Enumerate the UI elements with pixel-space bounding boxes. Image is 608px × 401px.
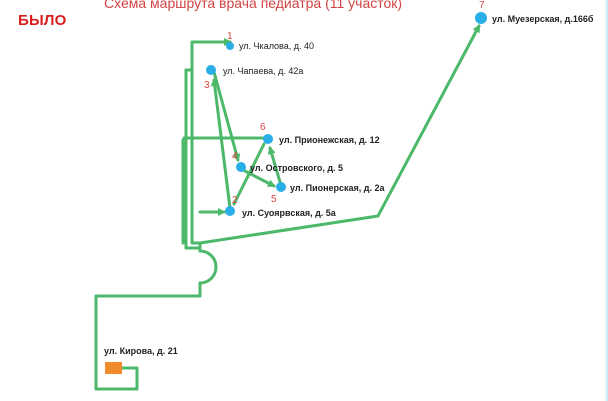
stop-3-marker <box>206 65 216 75</box>
stop-1-number: 1 <box>227 31 233 42</box>
stop-7-marker <box>475 12 487 24</box>
route-segment-2-3 <box>210 78 232 210</box>
route-loop <box>198 249 218 285</box>
stop-3-label: ул. Чапаева, д. 42а <box>223 66 303 76</box>
route-segment-5-6 <box>267 146 282 184</box>
stop-6-marker <box>263 134 273 144</box>
origin-label: ул. Кирова, д. 21 <box>104 346 178 356</box>
stop-1-marker <box>226 42 234 50</box>
stop-2-label: ул. Суоярвская, д. 5а <box>242 208 337 218</box>
stop-5-marker <box>276 182 286 192</box>
route-segment-origin <box>94 281 202 391</box>
origin-marker <box>105 362 122 374</box>
stop-4-marker <box>236 162 246 172</box>
right-edge-decoration <box>604 0 608 401</box>
stop-1-label: ул. Чкалова, д. 40 <box>239 41 314 51</box>
stop-2-number: 2 <box>232 195 238 206</box>
route-segment-3-4 <box>212 70 241 162</box>
diagram-title: Схема маршрута врача педиатра (11 участо… <box>104 0 403 11</box>
route-segment-to-7 <box>198 24 481 245</box>
stop-5-label: ул. Пионерская, д. 2а <box>290 183 386 193</box>
stop-4-number: 4 <box>232 151 238 162</box>
stop-5-number: 5 <box>271 194 277 205</box>
route-segment-6-2 <box>232 142 266 206</box>
stop-6-number: 6 <box>260 122 266 133</box>
stop-6-label: ул. Прионежская, д. 12 <box>279 135 380 145</box>
route-bracket-inner <box>181 138 187 245</box>
stop-7-label: ул. Муезерская, д.166б <box>492 14 594 24</box>
stop-3-number: 3 <box>204 80 210 91</box>
stop-7-number: 7 <box>479 0 485 11</box>
stop-4-label: ул. Островского, д. 5 <box>250 163 343 173</box>
route-bracket <box>184 68 200 250</box>
stop-2-marker <box>225 206 235 216</box>
status-label: БЫЛО <box>18 12 67 29</box>
route-trunk <box>190 38 232 253</box>
